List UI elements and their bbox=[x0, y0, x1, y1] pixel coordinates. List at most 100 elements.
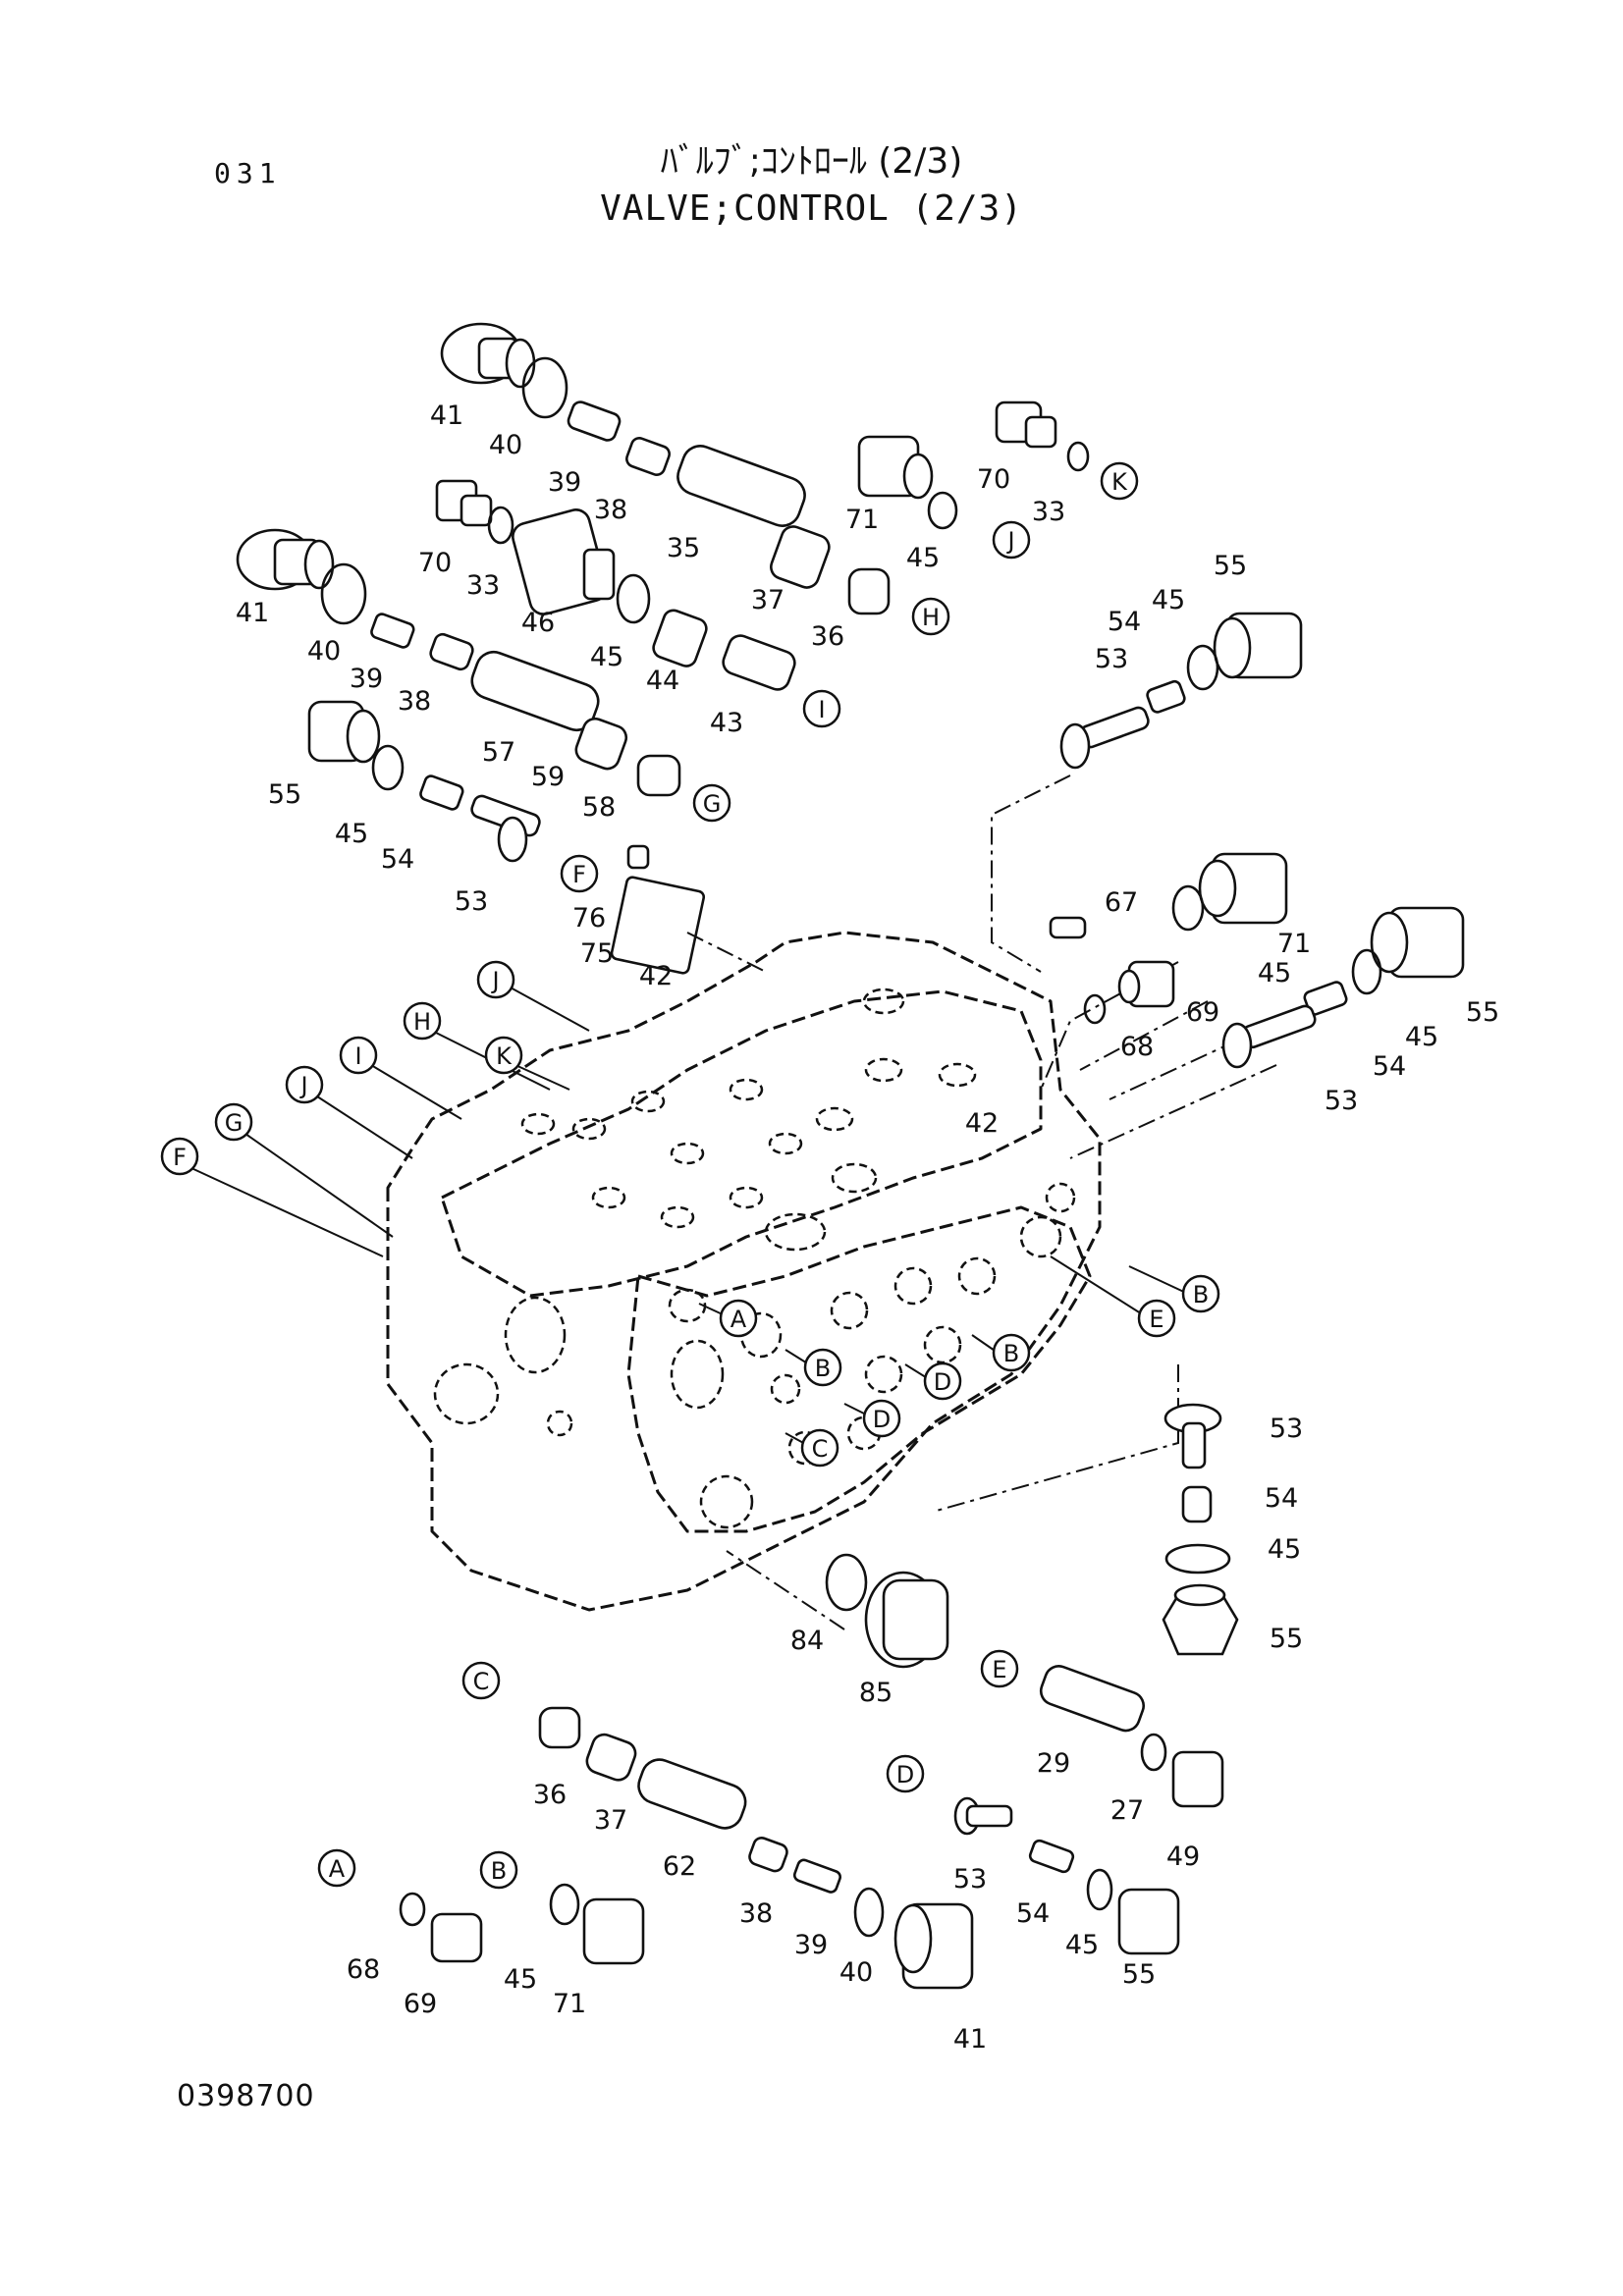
part-number-42: 42 bbox=[965, 1108, 999, 1139]
circled-letter-text: B bbox=[815, 1355, 831, 1382]
circled-letter-text: J bbox=[1005, 527, 1014, 555]
circled-letter-g: G bbox=[692, 783, 731, 823]
circled-letter-text: D bbox=[896, 1761, 914, 1789]
part-number-40: 40 bbox=[307, 636, 341, 667]
piston-43 bbox=[722, 634, 796, 691]
part-number-39: 39 bbox=[350, 664, 383, 694]
part-number-44: 44 bbox=[646, 666, 679, 696]
part-number-labels: 4140393870334645353736714570334140393844… bbox=[236, 400, 1499, 2055]
plug-38-bottom bbox=[748, 1836, 788, 1873]
part-number-39: 39 bbox=[794, 1930, 828, 1960]
oring-45-right-mid bbox=[1171, 884, 1205, 932]
circled-letter-f: F bbox=[560, 854, 599, 893]
circled-letter-d: D bbox=[862, 1399, 901, 1438]
oring-33-right bbox=[1066, 441, 1090, 472]
oring-84 bbox=[825, 1553, 868, 1612]
part-number-68: 68 bbox=[347, 1954, 380, 1985]
circled-letter-h: H bbox=[911, 597, 950, 636]
circled-letter-b: B bbox=[803, 1348, 842, 1387]
part-number-57: 57 bbox=[482, 737, 515, 768]
part-number-41: 41 bbox=[430, 400, 463, 431]
circled-letter-k: K bbox=[1100, 461, 1139, 501]
part-number-55: 55 bbox=[1466, 997, 1499, 1028]
circled-letter-text: D bbox=[934, 1368, 951, 1396]
oring-45-j bbox=[927, 491, 958, 530]
plug-38-top bbox=[625, 437, 671, 476]
piston-29 bbox=[1039, 1665, 1146, 1733]
part-number-45: 45 bbox=[1065, 1930, 1099, 1960]
circled-letter-text: I bbox=[354, 1042, 361, 1070]
spring-54-right-top bbox=[1146, 679, 1186, 714]
title-japanese: ﾊﾞﾙﾌﾞ;ｺﾝﾄﾛｰﾙ (2/3) bbox=[660, 141, 963, 182]
seat-36-top bbox=[847, 567, 891, 615]
oring-68-right bbox=[1083, 993, 1107, 1025]
valve-body-outline bbox=[386, 931, 1102, 1612]
circled-letter-g: G bbox=[214, 1102, 253, 1142]
spring-39-bottom bbox=[792, 1858, 841, 1894]
part-number-41: 41 bbox=[953, 2024, 987, 2055]
circled-letter-a: A bbox=[719, 1299, 758, 1338]
plug-71-bottom bbox=[582, 1897, 645, 1965]
spring-37-bottom bbox=[585, 1733, 637, 1782]
part-number-53: 53 bbox=[953, 1864, 987, 1895]
part-number-45: 45 bbox=[590, 642, 623, 672]
spring-59 bbox=[574, 717, 628, 771]
circled-letter-text: J bbox=[490, 967, 499, 994]
plug-55-bottom bbox=[1117, 1888, 1180, 1955]
part-number-53: 53 bbox=[1270, 1414, 1303, 1444]
oring-33-left bbox=[487, 506, 514, 545]
page-number: 031 bbox=[214, 157, 282, 189]
part-number-85: 85 bbox=[859, 1678, 893, 1708]
part-number-76: 76 bbox=[572, 903, 606, 934]
plug-55-right-mid bbox=[1370, 906, 1465, 979]
circled-letter-f: F bbox=[160, 1137, 199, 1176]
part-number-33: 33 bbox=[1032, 497, 1065, 527]
part-number-68: 68 bbox=[1120, 1032, 1154, 1062]
plug-71-right bbox=[1198, 852, 1288, 925]
circled-letter-text: B bbox=[491, 1857, 507, 1885]
plug-70-right bbox=[995, 400, 1057, 449]
part-number-71: 71 bbox=[1277, 929, 1311, 959]
part-number-58: 58 bbox=[582, 792, 616, 823]
plug-69-right bbox=[1117, 960, 1175, 1008]
oring-45-stack bbox=[1164, 1543, 1231, 1575]
part-number-55: 55 bbox=[1214, 551, 1247, 581]
circled-letter-text: B bbox=[1193, 1281, 1209, 1308]
plug-67 bbox=[1049, 916, 1087, 939]
part-number-40: 40 bbox=[489, 430, 522, 460]
circled-letter-text: G bbox=[703, 790, 722, 818]
spring-54-stack bbox=[1181, 1485, 1213, 1523]
part-number-53: 53 bbox=[455, 886, 488, 917]
circled-letter-text: H bbox=[413, 1008, 431, 1036]
part-number-35: 35 bbox=[667, 533, 700, 563]
plug-55-stack bbox=[1162, 1583, 1239, 1656]
spring-54-left bbox=[419, 774, 464, 811]
housing-46 bbox=[512, 508, 616, 615]
title-english: VALVE;CONTROL (2/3) bbox=[600, 188, 1023, 229]
circled-letter-text: A bbox=[329, 1855, 346, 1883]
circled-letter-d: D bbox=[923, 1362, 962, 1401]
part-number-42: 42 bbox=[639, 961, 673, 991]
circled-letter-k: K bbox=[484, 1036, 523, 1075]
components bbox=[236, 322, 1465, 1990]
part-number-55: 55 bbox=[1122, 1959, 1156, 1990]
circled-letter-text: E bbox=[1149, 1306, 1163, 1333]
circled-letter-text: H bbox=[922, 604, 940, 631]
circled-letter-text: A bbox=[730, 1306, 747, 1333]
poppet-53-left bbox=[470, 794, 541, 863]
part-number-54: 54 bbox=[1108, 607, 1141, 637]
part-number-45: 45 bbox=[1268, 1534, 1301, 1565]
part-number-38: 38 bbox=[739, 1898, 773, 1929]
part-number-54: 54 bbox=[1016, 1898, 1050, 1929]
circled-letter-text: B bbox=[1003, 1340, 1019, 1367]
circled-letter-e: E bbox=[980, 1649, 1019, 1688]
part-number-84: 84 bbox=[790, 1626, 824, 1656]
circled-letter-j: J bbox=[476, 960, 515, 999]
top-ports bbox=[520, 988, 977, 1252]
oring-40-top bbox=[521, 356, 568, 419]
plug-41-left bbox=[236, 528, 335, 591]
seat-58 bbox=[636, 754, 681, 797]
part-number-27: 27 bbox=[1110, 1795, 1144, 1826]
spring-37-top bbox=[770, 525, 831, 589]
